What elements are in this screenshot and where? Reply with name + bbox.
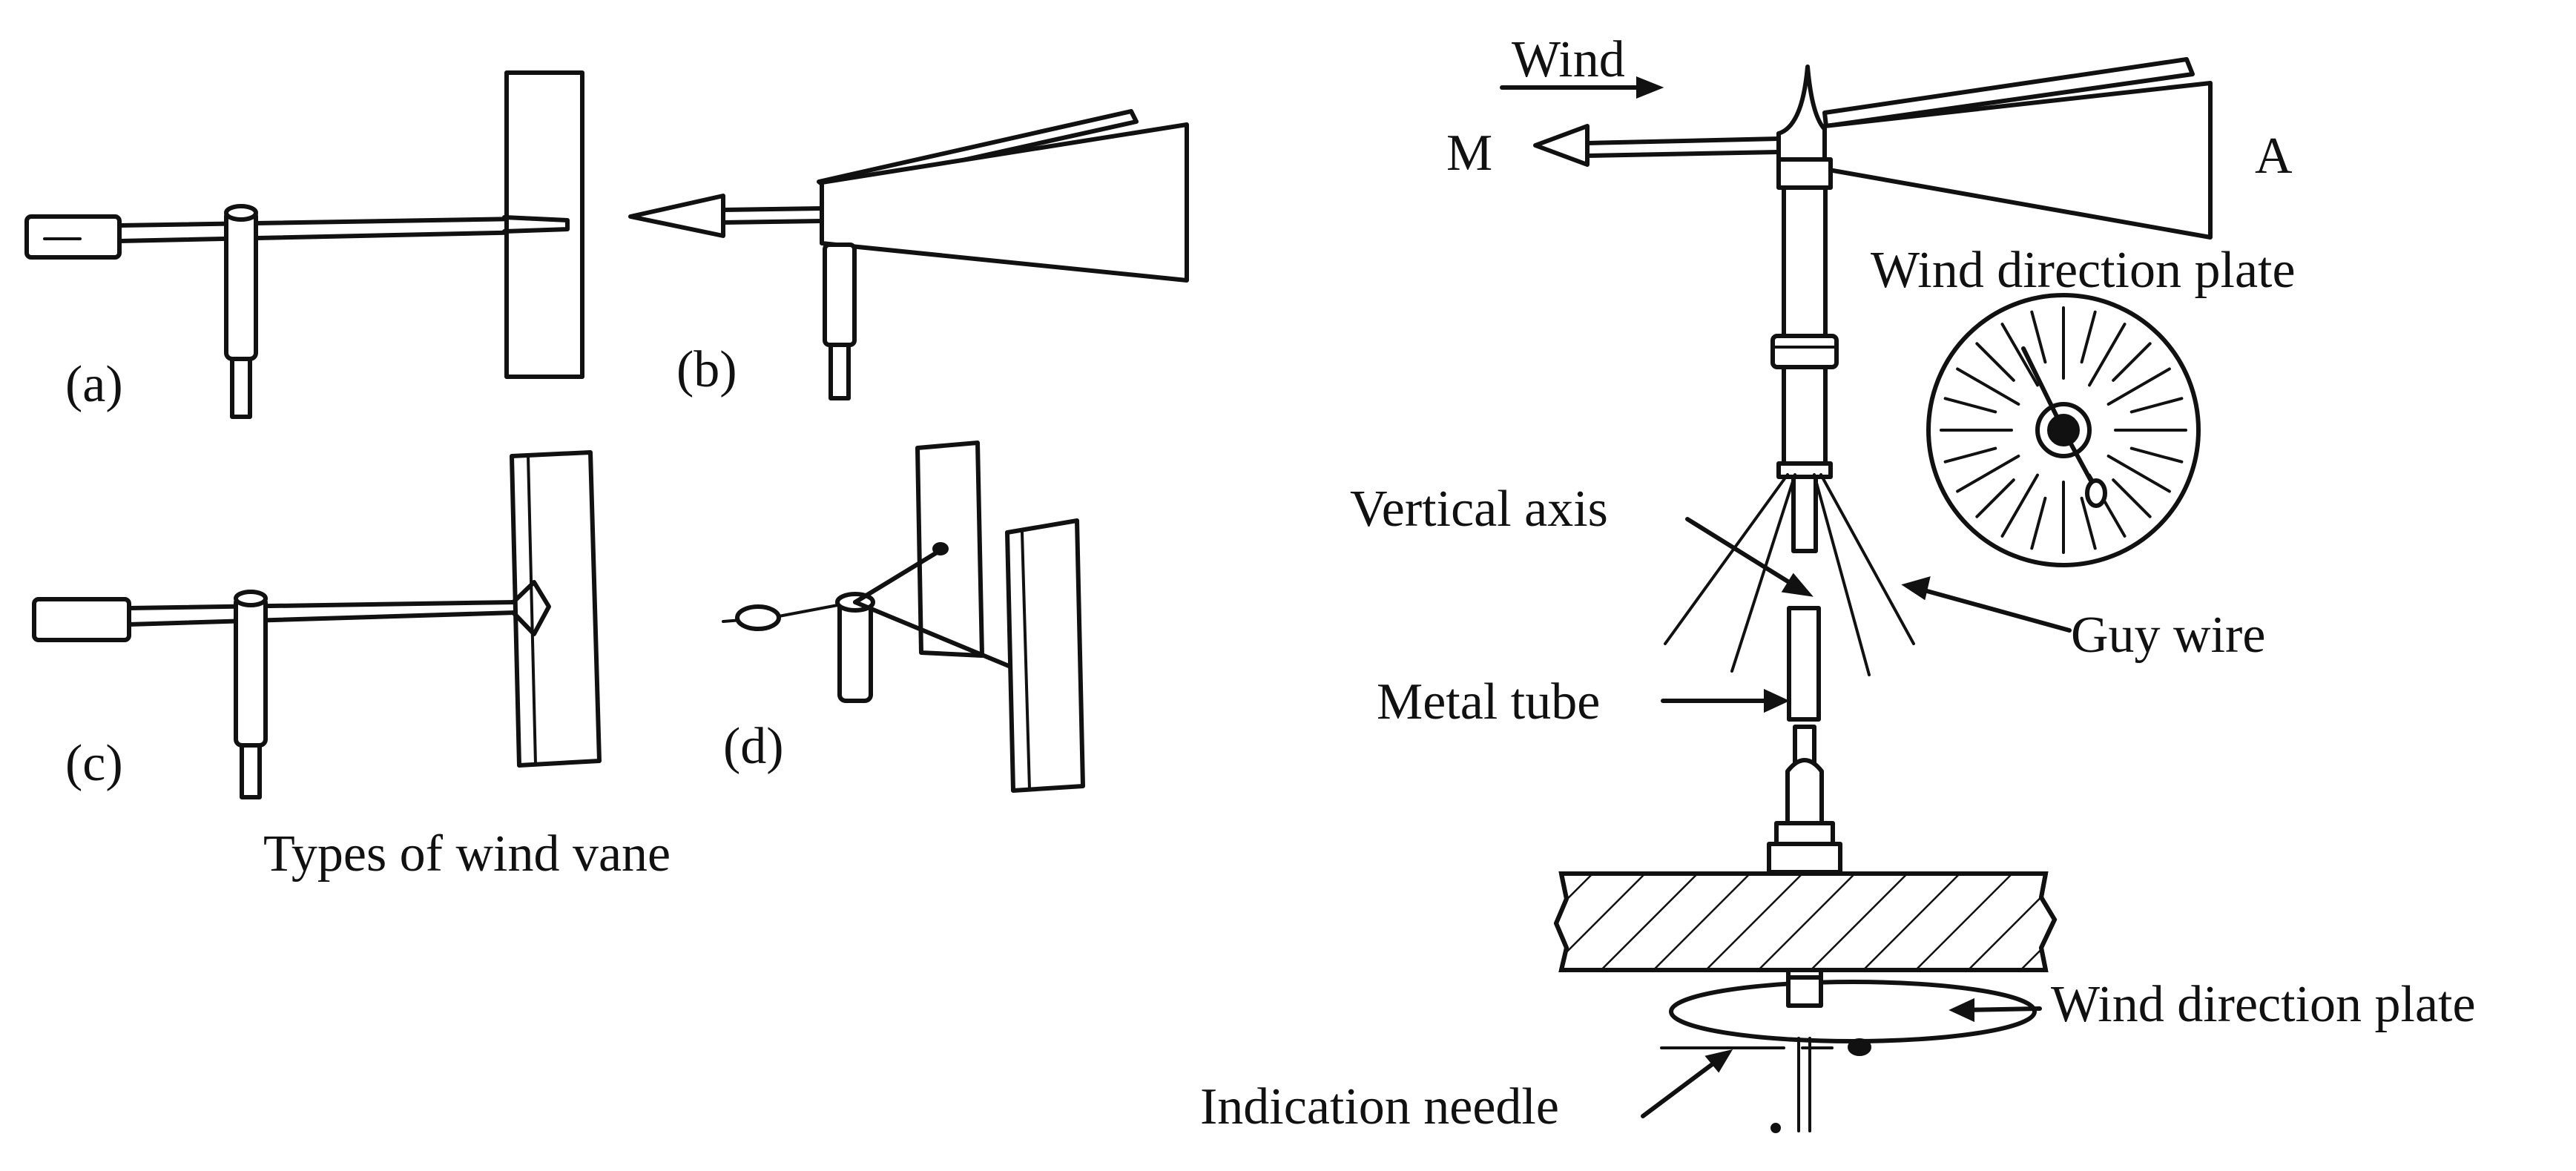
dial-tick — [2030, 310, 2047, 364]
arrowhead-b — [628, 194, 725, 238]
dial-tick — [1956, 367, 2020, 406]
counterweight-c — [32, 597, 131, 642]
post-b — [823, 243, 857, 347]
upper-shaft — [1782, 185, 1828, 338]
dial-tick — [2080, 496, 2097, 550]
panel-label-b: (b) — [676, 341, 737, 398]
tail-fin-back — [1822, 57, 2195, 128]
dial-caption: Wind direction plate — [1871, 242, 2296, 299]
left-panel-caption: Types of wind vane — [263, 825, 671, 883]
dial-tick — [2112, 478, 2152, 518]
tail-fin-a — [504, 70, 584, 379]
dial-tick — [2106, 367, 2171, 406]
panel-label-a: (a) — [65, 356, 123, 413]
collar-top — [1776, 157, 1833, 190]
fin-b-front — [820, 122, 1189, 283]
tail-fin-front — [1822, 81, 2213, 240]
dial-tick — [2080, 310, 2097, 364]
dial-tick — [2088, 323, 2127, 387]
dial-tick — [1975, 478, 2015, 518]
metal-tube-label: Metal tube — [1377, 673, 1601, 730]
panel-label-d: (d) — [723, 718, 784, 775]
indication-needle-label: Indication needle — [1200, 1078, 1559, 1135]
dial-tick — [2000, 323, 2039, 387]
counterweight-d — [735, 604, 781, 631]
lower-plate-label: Wind direction plate — [2051, 976, 2476, 1033]
dial-tick — [2112, 342, 2152, 382]
dial-tick — [1956, 455, 2020, 493]
wind-label: Wind — [1512, 31, 1625, 88]
arm-c — [127, 600, 518, 610]
needle-callout — [1641, 1055, 1725, 1118]
vane-type-c — [32, 450, 602, 799]
bearing-collar — [1770, 334, 1839, 369]
guy-wire-callout — [1911, 585, 2072, 633]
pointer-arrowhead — [1533, 124, 1590, 167]
end-label-a: A — [2255, 128, 2293, 185]
dial-tick — [2106, 455, 2171, 493]
vane-type-b — [628, 109, 1189, 400]
fin-d-upper — [915, 441, 984, 658]
post-a — [224, 208, 258, 361]
dial-needle — [2021, 346, 2066, 432]
dial-tick — [2129, 446, 2184, 464]
vane-type-a — [24, 70, 584, 419]
wind-vane-assembly — [1500, 57, 2213, 1133]
dial-tick — [1943, 397, 1997, 414]
vertical-axis-rod — [1791, 475, 1818, 553]
mid-shaft — [1782, 365, 1828, 466]
dial-tick — [1975, 342, 2015, 382]
guy-wire-right — [1819, 473, 1915, 645]
guy-wire-left — [1664, 473, 1789, 645]
dial-tick — [2129, 397, 2184, 414]
spindle-a — [230, 357, 252, 419]
spindle-b — [829, 343, 851, 400]
tail-fin-c — [510, 450, 602, 768]
post-c — [234, 595, 268, 748]
spindle-c — [240, 743, 262, 799]
panel-label-c: (c) — [65, 735, 123, 792]
post-d — [837, 598, 873, 703]
vertical-axis-label: Vertical axis — [1350, 481, 1608, 538]
end-label-m: M — [1446, 125, 1493, 182]
dial-tick — [1943, 446, 1997, 464]
vane-type-d — [722, 441, 1085, 793]
guy-wire-label: Guy wire — [2071, 607, 2266, 664]
arm-a — [117, 216, 570, 228]
vertical-axis-callout — [1685, 517, 1803, 592]
fin-d-lower — [1005, 518, 1085, 793]
counterweight-a — [24, 214, 122, 260]
plate-callout — [1960, 1006, 2042, 1012]
dial-tick — [2000, 473, 2039, 538]
base-flange — [1767, 842, 1842, 874]
direction-dial — [1926, 293, 2201, 567]
metal-tube — [1787, 606, 1821, 722]
dial-tick — [2030, 496, 2047, 550]
